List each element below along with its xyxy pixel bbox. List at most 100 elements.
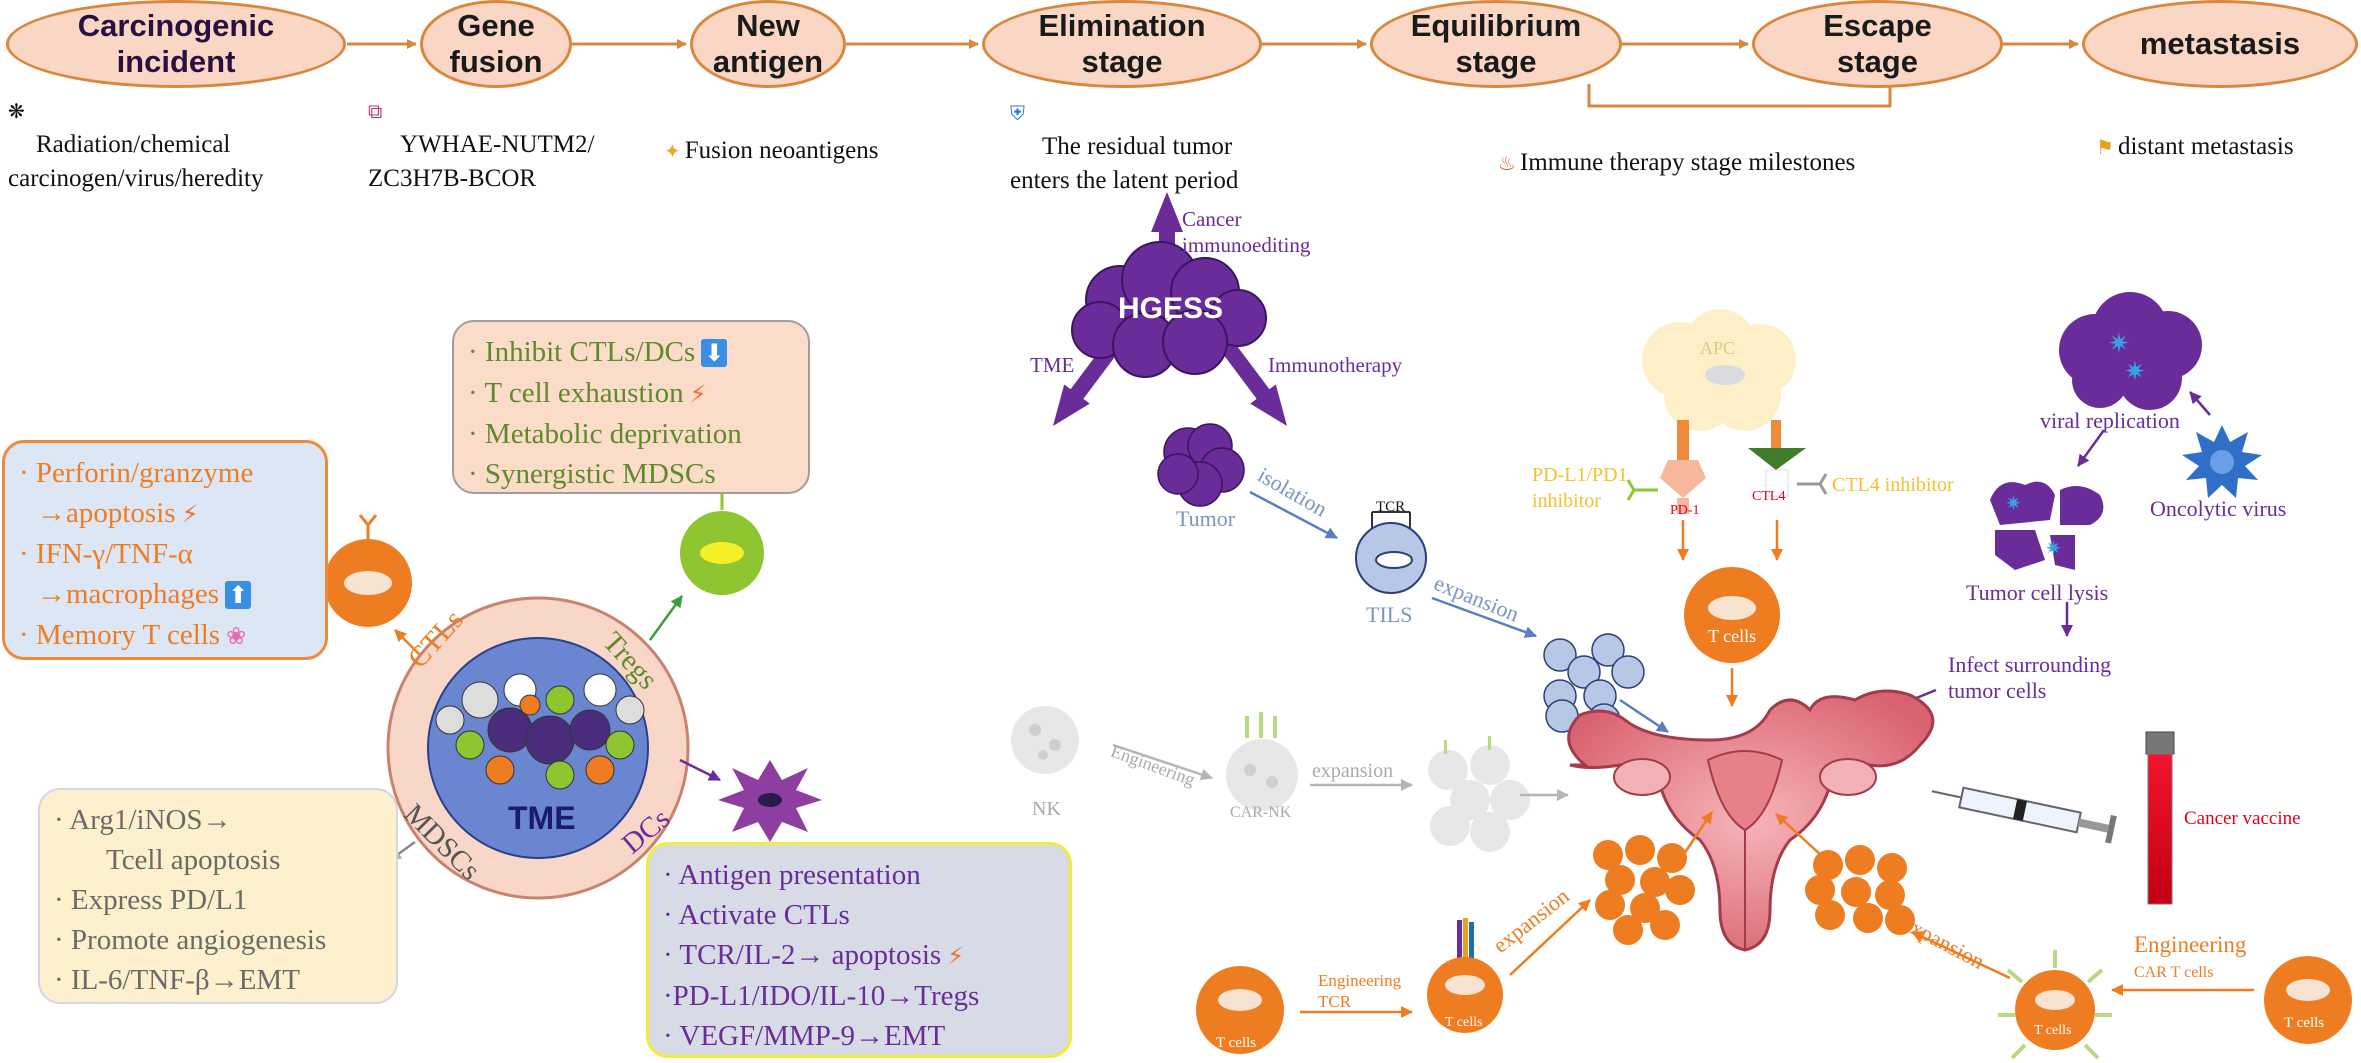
pd-inhibitor-antibody: [1626, 479, 1658, 501]
box-line: · Activate CTLs: [663, 899, 850, 931]
apc-label: APC: [1700, 338, 1736, 358]
nk-cluster: [1428, 736, 1530, 852]
note-text: distant metastasis: [2117, 133, 2294, 160]
note-elimination: ⛨The residual tumor enters the latent pe…: [1010, 96, 1238, 232]
box-line: · TCR/IL-2→ apoptosis⚡: [663, 939, 965, 971]
note-text: Radiation/chemical carcinogen/virus/here…: [8, 131, 264, 192]
car-nk-label: CAR-NK: [1230, 804, 1292, 821]
box-line: · Memory T cells❀: [19, 619, 247, 651]
lightning-icon: ⚡: [947, 942, 965, 970]
dna-icon: ⧉: [368, 99, 383, 123]
tcells-bottom-right-cell: [2264, 956, 2352, 1044]
box-line: · Perforin/granzyme: [19, 457, 254, 489]
treg-cell: [680, 480, 764, 595]
tils-label: TILS: [1366, 602, 1413, 627]
infected-tumor: ✷ ✷: [2059, 292, 2202, 410]
uterus-illustration: [1567, 689, 1935, 952]
shield-icon: ⛨: [1010, 101, 1025, 125]
tumor-blob: [1157, 423, 1245, 507]
engineering-tcr-label: Engineering TCR: [1318, 971, 1402, 1011]
tumor-lysis-label: Tumor cell lysis: [1966, 580, 2109, 605]
box-line: Tcell apoptosis: [106, 844, 281, 876]
tme-center-label: TME: [508, 800, 576, 836]
box-line: · Inhibit CTLs/DCs⬇: [468, 332, 794, 373]
up-arrow-icon: ⬆: [225, 581, 252, 609]
fire-icon: ♨: [1498, 151, 1516, 175]
til-cluster: [1543, 633, 1645, 737]
svg-text:✷: ✷: [2124, 357, 2146, 387]
box-line: · Antigen presentation: [663, 859, 921, 891]
mdscs-box: · Arg1/iNOS→ Tcell apoptosis · Express P…: [38, 788, 398, 1004]
stage-title: Equilibrium stage: [1410, 8, 1582, 79]
ctl4-inhibitor-antibody: [1797, 473, 1828, 495]
note-text: YWHAE-NUTM2/ ZC3H7B-BCOR: [368, 131, 595, 192]
nk-cell: [1011, 706, 1079, 774]
car-tcells-label: CAR T cells: [2134, 964, 2214, 981]
svg-text:✷: ✷: [2108, 329, 2130, 359]
viral-replication-label: viral replication: [2040, 408, 2180, 433]
stage-title: Elimination stage: [1038, 8, 1206, 79]
svg-text:✷: ✷: [2005, 491, 2022, 515]
stage-title: Gene fusion: [449, 8, 543, 79]
car-cluster: [1805, 845, 1915, 935]
tcells-bottom-left-cell: [1196, 966, 1284, 1054]
runner-icon: ⚑: [2096, 135, 2114, 159]
dc-cell: [718, 760, 822, 842]
box-line: · IFN-γ/TNF-α: [19, 538, 193, 570]
box-line: · Arg1/iNOS→: [54, 804, 232, 836]
hgess-up-label: Cancer immunoediting: [1182, 207, 1311, 257]
apc-cell: [1642, 309, 1796, 431]
brain-icon: ❀: [226, 622, 247, 650]
lysed-tumor: ✷ ✷: [1990, 481, 2104, 570]
tumor-label: Tumor: [1176, 506, 1236, 531]
box-line: · IL-6/TNF-β→EMT: [54, 964, 300, 996]
box-line: · Promote angiogenesis: [54, 924, 327, 956]
cancer-vaccine-label: Cancer vaccine: [2184, 808, 2301, 829]
note-gene-fusion: ⧉ YWHAE-NUTM2/ ZC3H7B-BCOR: [368, 94, 594, 230]
tcr-cluster: [1593, 835, 1695, 945]
til-cell: [1355, 511, 1427, 594]
ctl-cell: [324, 514, 412, 627]
tregs-box: · Inhibit CTLs/DCs⬇ · T cell exhaustion⚡…: [452, 320, 810, 494]
stage-elimination: Elimination stage: [982, 0, 1262, 88]
hgess-cluster: [1053, 192, 1287, 426]
box-line: · VEGF/MMP-9→EMT: [663, 1020, 946, 1052]
nk-label: NK: [1032, 798, 1061, 820]
stage-new-antigen: New antigen: [690, 0, 846, 88]
lightning-icon: ⚡: [689, 380, 707, 408]
box-line: ·PD-L1/IDO/IL-10→Tregs: [663, 980, 980, 1012]
box-line: · Metabolic deprivation: [468, 418, 742, 450]
car-nk-cell: [1226, 712, 1298, 811]
stage-equilibrium: Equilibrium stage: [1370, 0, 1622, 88]
tcells-tcr-label: T cells: [1445, 1015, 1483, 1030]
stage-title: Carcinogenic incident: [77, 8, 275, 79]
timeline-arrows: [347, 39, 2079, 108]
svg-text:✷: ✷: [2045, 536, 2062, 560]
note-metastasis: ⚑distant metastasis: [2096, 96, 2294, 164]
note-bracket: ♨Immune therapy stage milestones: [1498, 112, 1855, 180]
infect-label: Infect surrounding tumor cells: [1948, 652, 2112, 703]
ctls-box: · Perforin/granzyme →apoptosis⚡ · IFN-γ/…: [2, 440, 328, 660]
lightning-icon: ⚡: [181, 500, 199, 528]
note-text: Fusion neoantigens: [684, 137, 879, 164]
tcells-center-label: T cells: [1708, 626, 1757, 646]
down-arrow-icon: ⬇: [701, 339, 728, 367]
stage-carcinogenic-incident: Carcinogenic incident: [6, 0, 346, 88]
box-line: · Express PD/L1: [54, 884, 248, 916]
dcs-box: · Antigen presentation · Activate CTLs ·…: [646, 842, 1072, 1058]
note-new-antigen: ✦Fusion neoantigens: [664, 100, 879, 168]
expansion-nk-label: expansion: [1312, 760, 1394, 782]
note-carcinogenic: ❋Radiation/chemical carcinogen/virus/her…: [8, 94, 263, 230]
pd1-label: PD-1: [1670, 503, 1700, 518]
box-line: · Synergistic MDSCs: [468, 458, 716, 490]
tcells-bl-label: T cells: [1216, 1035, 1257, 1051]
oncolytic-virus-particle: [2182, 425, 2262, 498]
syringe-icon: [1931, 786, 2117, 844]
tcr-top-label: TCR: [1376, 499, 1406, 515]
hgess-tme-label: TME: [1030, 353, 1075, 377]
box-line: →macrophages⬆: [19, 574, 311, 615]
hgess-label: HGESS: [1118, 292, 1224, 325]
tme-system: [386, 595, 721, 900]
tcells-center-cell: [1684, 567, 1780, 663]
